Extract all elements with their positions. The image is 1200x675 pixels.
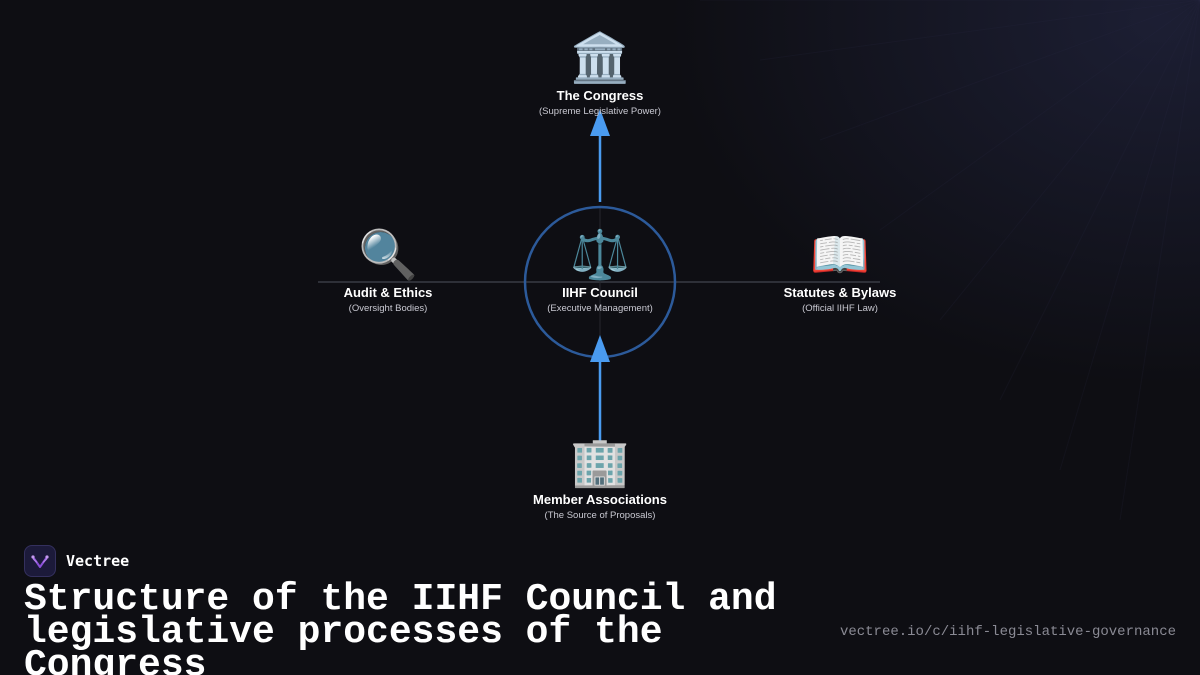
brand-name: Vectree (66, 552, 130, 570)
magnifying-glass-icon: 🔍 (358, 227, 418, 283)
node-title: Audit & Ethics (343, 285, 433, 300)
balance-scale-icon: ⚖️ (570, 227, 630, 283)
node-subtitle: (Official IIHF Law) (802, 303, 878, 314)
node-members: 🏢 Member Associations (The Source of Pro… (480, 434, 720, 523)
node-subtitle: (Supreme Legislative Power) (539, 106, 661, 117)
source-url[interactable]: vectree.io/c/iihf-legislative-governance (839, 624, 1176, 640)
open-book-icon: 📖 (810, 227, 870, 283)
office-building-icon: 🏢 (570, 434, 630, 490)
brand[interactable]: Vectree (24, 544, 129, 578)
arrow-council-to-congress-head (590, 109, 610, 136)
node-title: Member Associations (533, 492, 667, 507)
node-congress: 🏛️ The Congress (Supreme Legislative Pow… (480, 30, 720, 119)
page-title: Structure of the IIHF Council and legisl… (24, 578, 777, 675)
node-council: ⚖️ IIHF Council (Executive Management) (480, 227, 720, 316)
node-statutes: 📖 Statutes & Bylaws (Official IIHF Law) (720, 227, 960, 316)
node-title: Statutes & Bylaws (783, 285, 897, 300)
node-title: IIHF Council (562, 285, 638, 300)
node-subtitle: (Executive Management) (547, 303, 653, 314)
classical-building-icon: 🏛️ (570, 30, 630, 86)
node-audit: 🔍 Audit & Ethics (Oversight Bodies) (268, 227, 508, 316)
node-subtitle: (The Source of Proposals) (544, 510, 656, 521)
vectree-logo-icon (24, 545, 56, 577)
node-subtitle: (Oversight Bodies) (348, 303, 428, 314)
node-title: The Congress (556, 88, 644, 103)
arrow-members-to-council-head (590, 335, 610, 362)
